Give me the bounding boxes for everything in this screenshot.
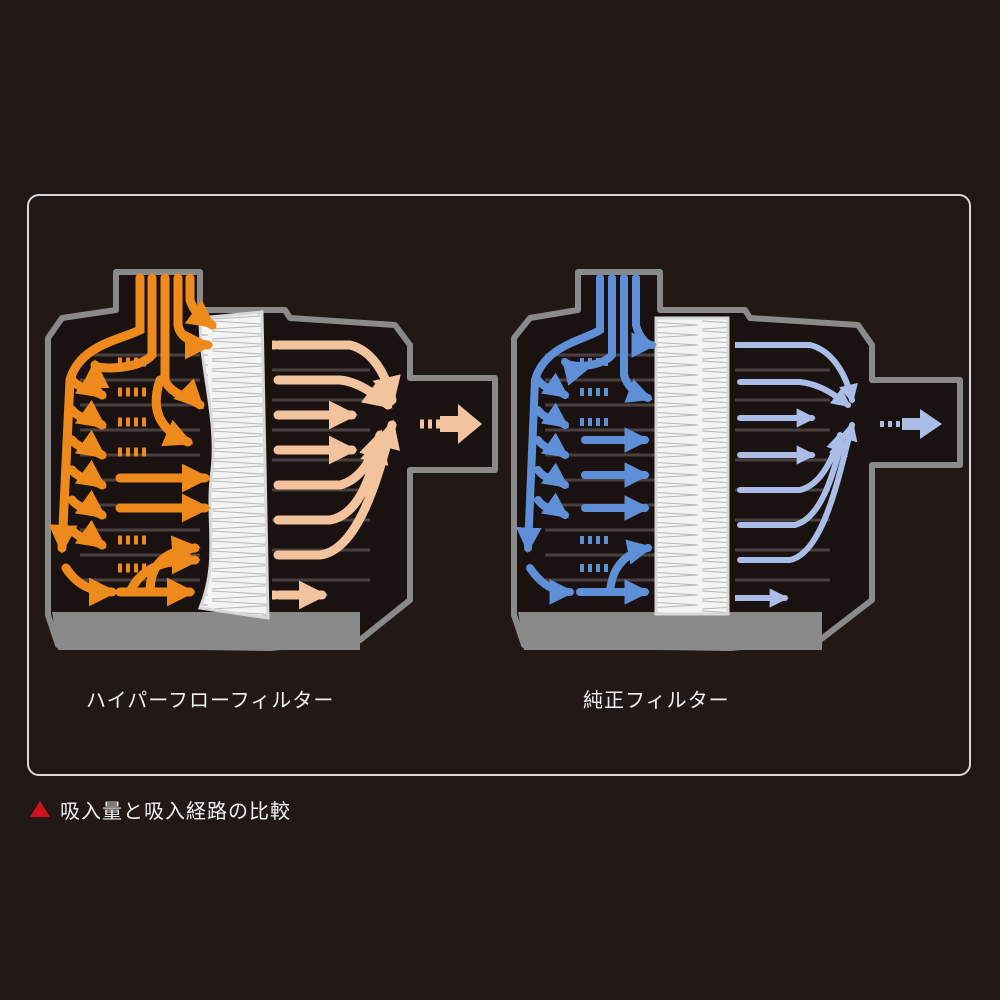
stock-outlet-arrows <box>737 342 858 608</box>
figure-caption: 吸入量と吸入経路の比較 <box>30 795 291 824</box>
hyperflow-outlet-arrows <box>273 340 401 610</box>
stock-filter-element <box>654 316 730 616</box>
comparison-frame <box>27 194 971 776</box>
hyperflow-housing-base <box>52 612 360 650</box>
stock-filter-label: 純正フィルター <box>583 688 730 712</box>
stock-exit-arrow-icon <box>902 409 942 439</box>
stock-housing-base <box>518 612 822 650</box>
hyperflow-filter-element <box>197 310 270 620</box>
hyperflow-filter-label: ハイパーフローフィルター <box>86 688 335 712</box>
hyperflow-exit-arrow-icon <box>440 404 482 444</box>
stock-intake-arrows <box>516 274 658 605</box>
stock-filter-diagram <box>511 269 963 651</box>
red-triangle-icon <box>30 798 50 822</box>
hyperflow-filter-diagram <box>45 269 498 651</box>
hyperflow-intake-arrows <box>48 273 217 607</box>
caption-text: 吸入量と吸入経路の比較 <box>60 799 291 823</box>
